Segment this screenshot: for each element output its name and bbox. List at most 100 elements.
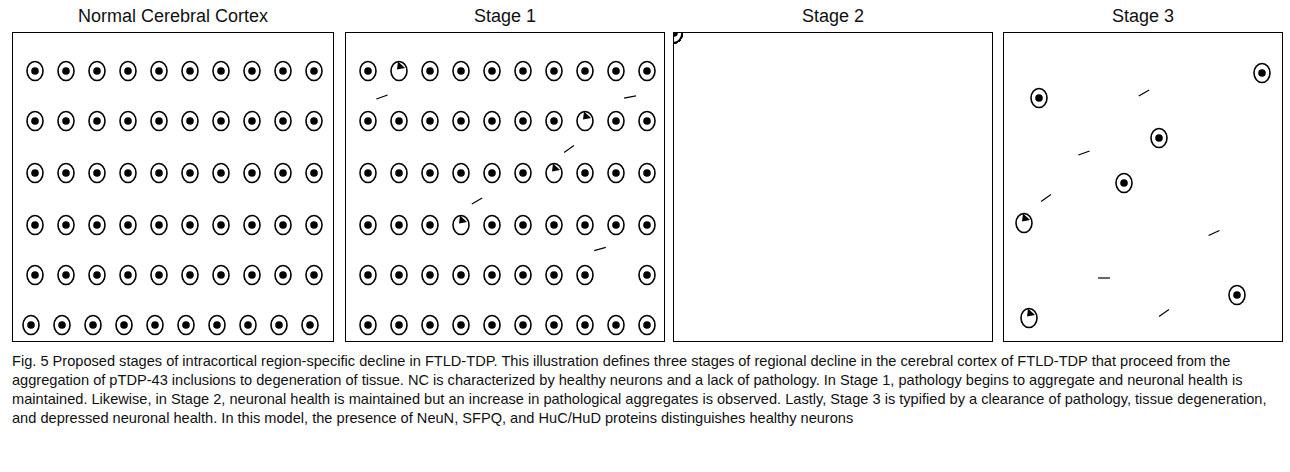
healthy-neuron: [674, 33, 682, 43]
healthy-neuron: [674, 33, 682, 43]
pathology-fragment: [1209, 230, 1220, 235]
healthy-neuron: [302, 316, 318, 335]
neuron-nucleus: [155, 169, 163, 177]
neuron-nucleus: [62, 271, 70, 279]
neuron-nucleus: [519, 321, 527, 329]
pathology-fragment: [624, 96, 636, 98]
neuron-nucleus: [1155, 134, 1163, 142]
neuron-nucleus: [457, 271, 465, 279]
healthy-neuron: [674, 33, 682, 43]
ptdp43-inclusion: [1022, 214, 1030, 222]
healthy-neuron: [58, 216, 74, 235]
neuron-nucleus: [519, 67, 527, 75]
healthy-neuron: [244, 266, 260, 285]
healthy-neuron: [674, 33, 682, 43]
healthy-neuron: [89, 112, 105, 131]
healthy-neuron: [147, 316, 163, 335]
healthy-neuron: [674, 33, 682, 43]
healthy-neuron: [674, 33, 682, 43]
healthy-neuron: [1151, 129, 1167, 148]
figure-caption: Fig. 5 Proposed stages of intracortical …: [12, 352, 1280, 428]
neuron-nucleus: [310, 271, 318, 279]
healthy-neuron: [58, 164, 74, 183]
healthy-neuron: [360, 216, 376, 235]
neuron-nucleus: [364, 271, 372, 279]
healthy-neuron: [674, 33, 682, 43]
neuron-nucleus: [279, 169, 287, 177]
healthy-neuron: [244, 164, 260, 183]
healthy-neuron: [391, 316, 407, 335]
cortex-frame: [12, 32, 334, 342]
neuron-nucleus: [213, 321, 221, 329]
healthy-neuron: [515, 164, 531, 183]
neuron-nucleus: [488, 169, 496, 177]
stage-panel: Stage 3: [1003, 4, 1283, 342]
pathology-fragment: [1159, 310, 1169, 317]
healthy-neuron: [213, 112, 229, 131]
healthy-neuron: [674, 33, 682, 43]
healthy-neuron: [577, 216, 593, 235]
healthy-neuron: [306, 112, 322, 131]
healthy-neuron: [275, 164, 291, 183]
healthy-neuron: [608, 164, 624, 183]
healthy-neuron: [1254, 64, 1270, 83]
healthy-neuron: [306, 62, 322, 81]
neuron-nucleus: [306, 321, 314, 329]
healthy-neuron: [546, 266, 562, 285]
neuron-nucleus: [643, 271, 651, 279]
neuron-nucleus: [217, 221, 225, 229]
healthy-neuron: [674, 33, 682, 43]
neuron-nucleus: [62, 169, 70, 177]
neuron-nucleus: [279, 221, 287, 229]
healthy-neuron: [674, 33, 682, 43]
healthy-neuron: [674, 33, 682, 43]
stage-panel: Stage 2: [673, 4, 993, 342]
neuron-nucleus: [124, 221, 132, 229]
neuron-nucleus: [62, 221, 70, 229]
healthy-neuron: [27, 216, 43, 235]
healthy-neuron: [213, 216, 229, 235]
panel-heading: Stage 2: [673, 4, 993, 32]
healthy-neuron: [271, 316, 287, 335]
neuron-nucleus: [395, 169, 403, 177]
neuron-nucleus: [643, 67, 651, 75]
healthy-neuron: [674, 33, 682, 43]
healthy-neuron: [515, 316, 531, 335]
healthy-neuron: [515, 216, 531, 235]
neuron-nucleus: [364, 117, 372, 125]
stage-panel: Stage 1: [345, 4, 665, 342]
healthy-neuron: [484, 164, 500, 183]
healthy-neuron: [209, 316, 225, 335]
healthy-neuron: [391, 164, 407, 183]
neuron-nucleus: [217, 271, 225, 279]
healthy-neuron: [275, 266, 291, 285]
neuron-nucleus: [426, 271, 434, 279]
neuron-nucleus: [124, 169, 132, 177]
neuron-nucleus: [93, 169, 101, 177]
neuron-nucleus: [364, 169, 372, 177]
neuron-nucleus: [27, 321, 35, 329]
healthy-neuron: [674, 33, 682, 43]
neuron-nucleus: [550, 271, 558, 279]
healthy-neuron: [275, 216, 291, 235]
healthy-neuron: [422, 316, 438, 335]
neuron-nucleus: [457, 169, 465, 177]
neuron-nucleus: [182, 321, 190, 329]
healthy-neuron: [674, 33, 682, 43]
healthy-neuron: [674, 33, 682, 43]
healthy-neuron: [422, 164, 438, 183]
neuron-nucleus: [186, 271, 194, 279]
pathology-fragment: [564, 146, 574, 153]
healthy-neuron: [674, 33, 682, 43]
healthy-neuron: [85, 316, 101, 335]
neuron-nucleus: [248, 117, 256, 125]
neuron-nucleus: [364, 221, 372, 229]
healthy-neuron: [27, 112, 43, 131]
healthy-neuron: [453, 266, 469, 285]
healthy-neuron: [674, 33, 682, 43]
healthy-neuron: [89, 216, 105, 235]
neuron-nucleus: [279, 67, 287, 75]
healthy-neuron: [120, 216, 136, 235]
neuron-nucleus: [186, 221, 194, 229]
neuron-nucleus: [62, 67, 70, 75]
